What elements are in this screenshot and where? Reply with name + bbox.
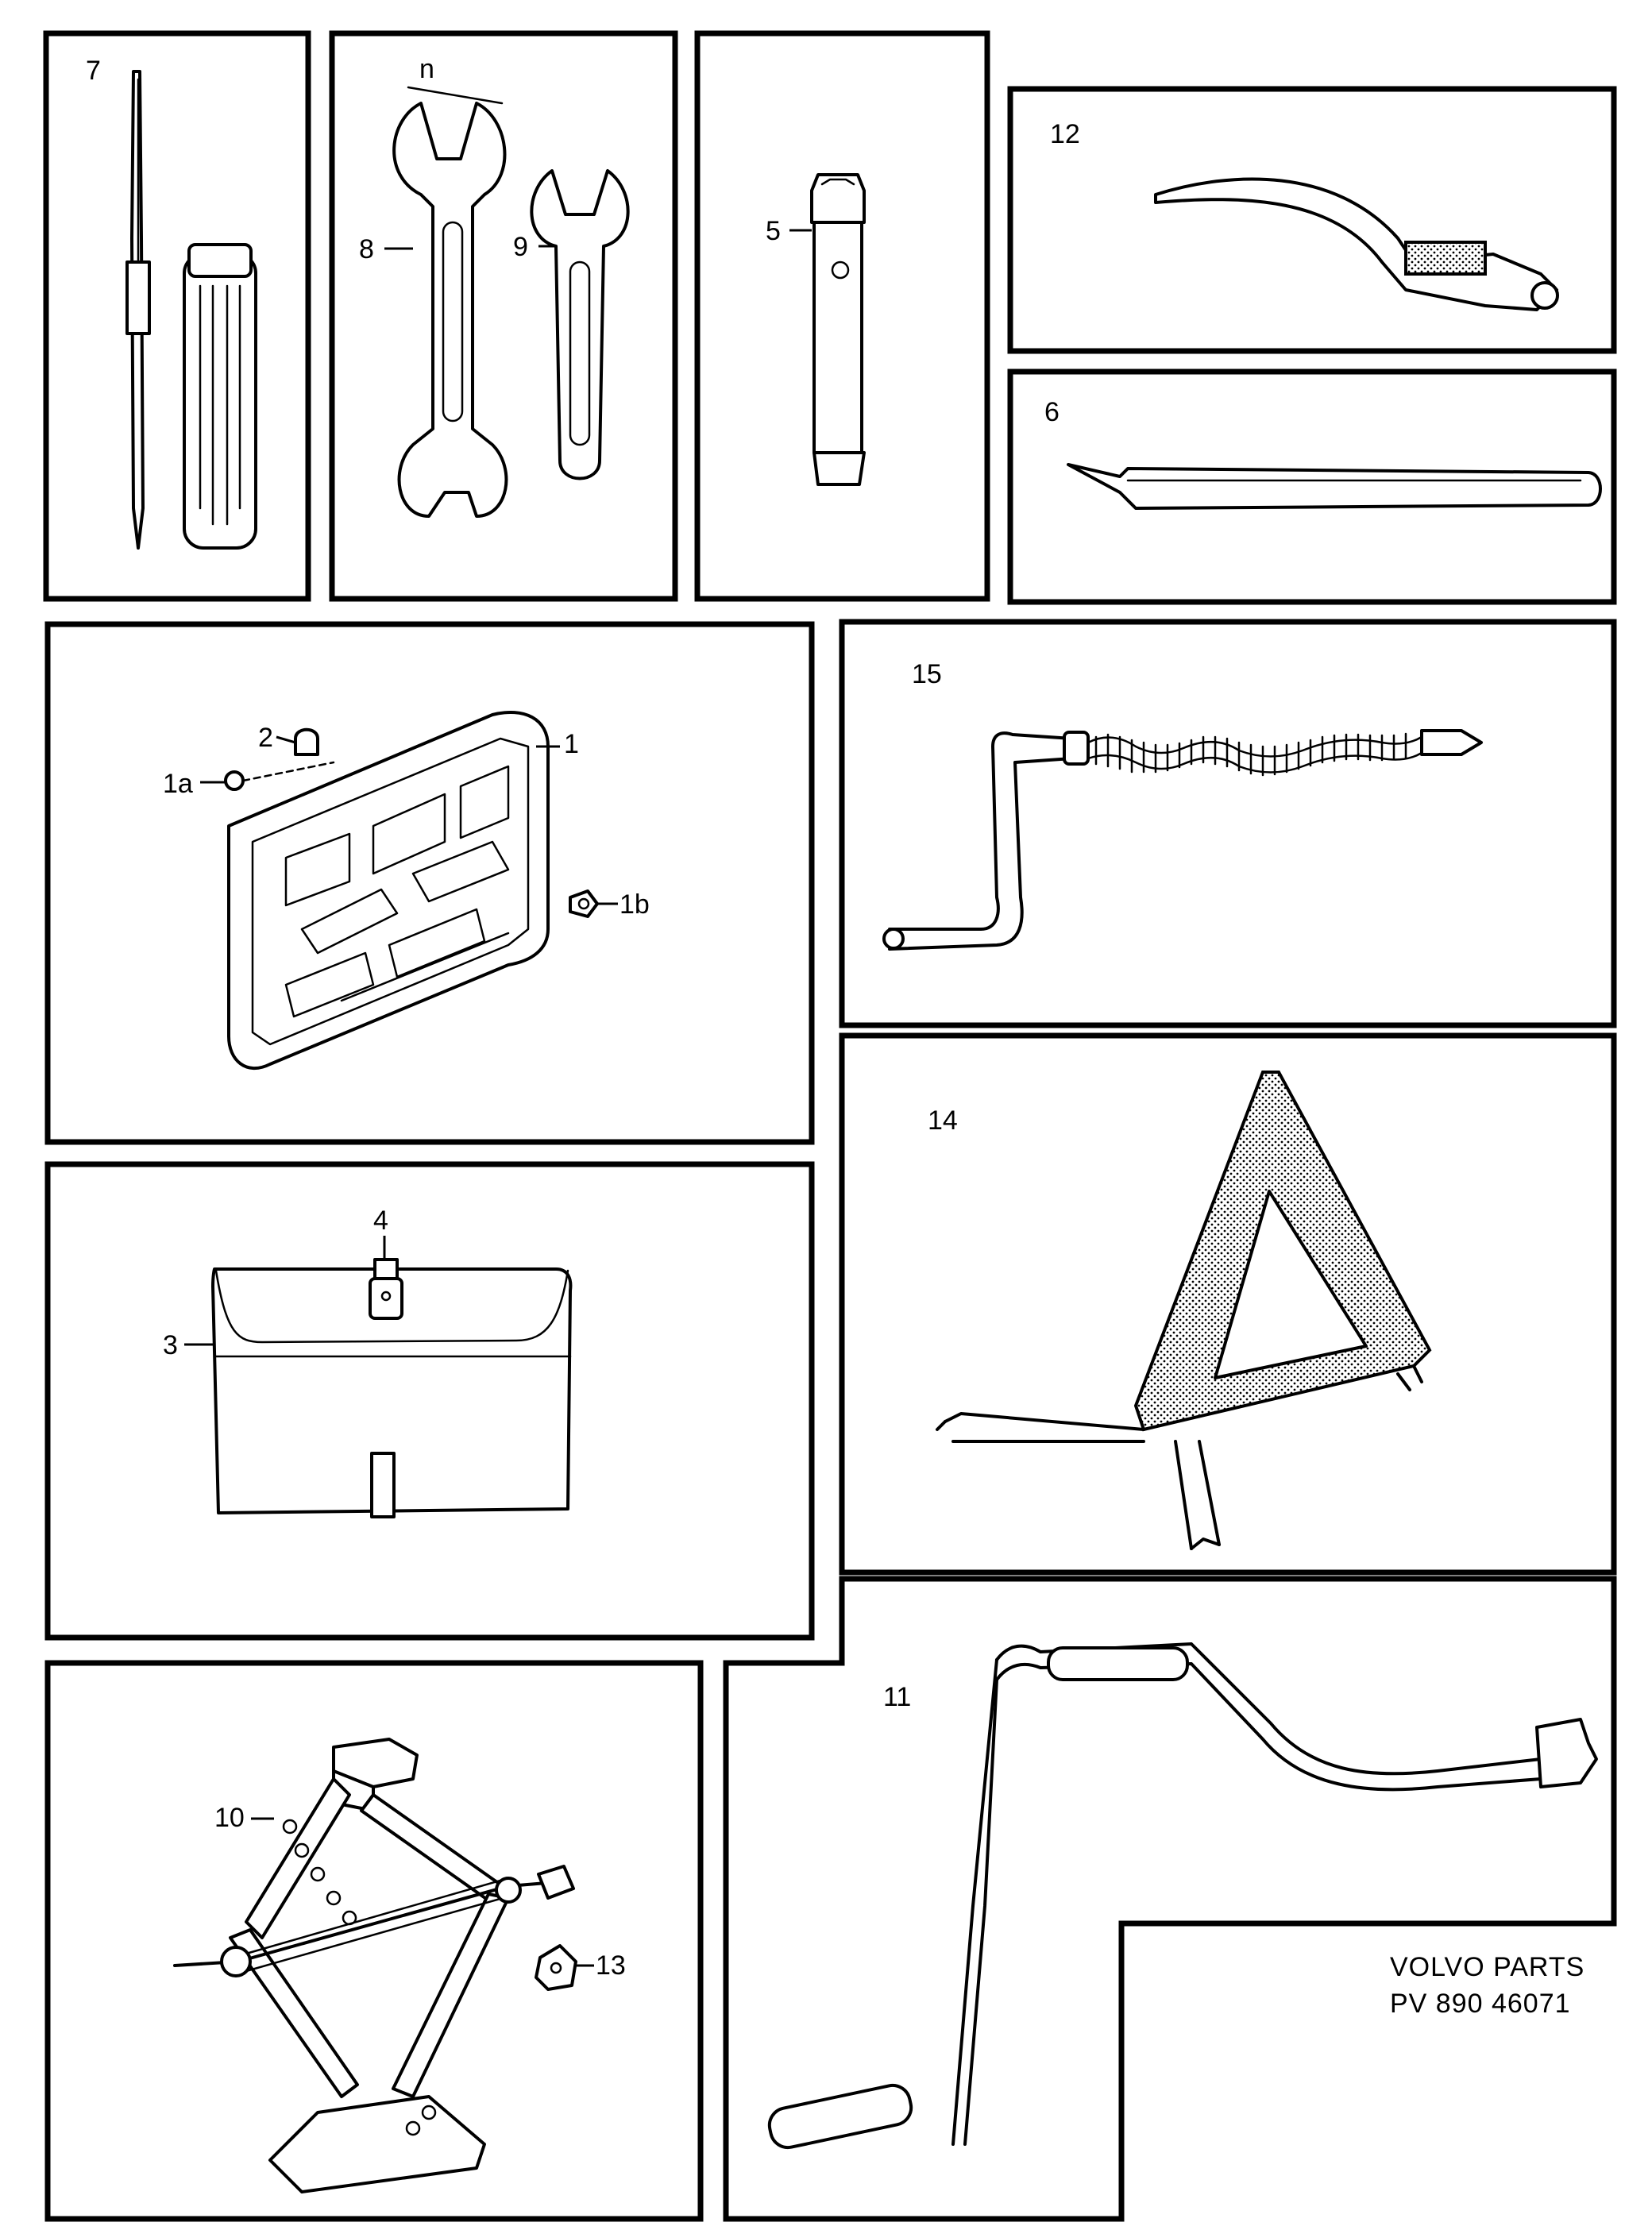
tray-pin <box>224 761 335 791</box>
callout-10: 10 <box>214 1803 245 1833</box>
screwdriver-shaft <box>125 70 151 550</box>
jack-knob <box>535 1865 577 1991</box>
socket-wrench <box>810 173 866 486</box>
pry-bar <box>1067 463 1602 510</box>
panel-crank-handle: 15 <box>839 619 1617 1028</box>
dimension-n-label: n <box>419 54 434 84</box>
panel-tool-tray: 2 1a 1 1b <box>44 621 815 1145</box>
callout-1b: 1b <box>620 889 650 920</box>
panel-warning-triangle: 14 <box>839 1032 1617 1576</box>
panel-jack: 10 13 <box>44 1660 704 2222</box>
panel-pry-bar: 6 <box>1007 368 1617 605</box>
panel-jack-crank: 11 VOLVO PARTS PV 890 46071 <box>723 1576 1617 2222</box>
footer-line-2: PV 890 46071 <box>1390 1989 1571 2019</box>
jack-crank <box>767 1642 1598 2150</box>
callout-7: 7 <box>86 56 101 86</box>
panel-bag: 4 3 <box>44 1161 815 1641</box>
callout-2: 2 <box>258 723 273 753</box>
callout-6: 6 <box>1044 397 1060 427</box>
callout-8: 8 <box>359 234 374 264</box>
callout-4: 4 <box>373 1206 388 1236</box>
tray-clip <box>294 727 319 756</box>
crank-handle <box>882 729 1483 951</box>
footer-line-1: VOLVO PARTS <box>1390 1952 1584 1982</box>
panel-wrenches: n 8 9 <box>329 30 678 602</box>
tool-bag <box>211 1267 573 1518</box>
scissor-jack <box>173 1738 558 2193</box>
callout-1a: 1a <box>163 769 193 799</box>
callout-1: 1 <box>564 729 579 759</box>
tire-iron <box>1154 177 1559 311</box>
panel-socket-wrench: 5 <box>694 30 990 602</box>
callout-5: 5 <box>766 216 781 246</box>
callout-13: 13 <box>596 1950 626 1981</box>
panel-screwdriver: 7 <box>43 30 311 602</box>
callout-12: 12 <box>1050 119 1080 149</box>
double-open-wrench <box>392 102 508 518</box>
tool-tray <box>227 710 550 1070</box>
callout-9: 9 <box>513 232 528 262</box>
callout-11: 11 <box>883 1682 911 1712</box>
callout-14: 14 <box>928 1105 958 1136</box>
bag-strap <box>369 1258 403 1320</box>
callout-15: 15 <box>912 659 942 689</box>
panel-tire-iron: 12 <box>1007 86 1617 354</box>
dimension-n-line <box>407 86 504 105</box>
single-open-wrench <box>530 169 630 480</box>
callout-3: 3 <box>163 1330 178 1360</box>
tray-nut <box>569 889 599 918</box>
screwdriver-handle <box>183 243 257 550</box>
warning-triangle <box>936 1071 1432 1550</box>
